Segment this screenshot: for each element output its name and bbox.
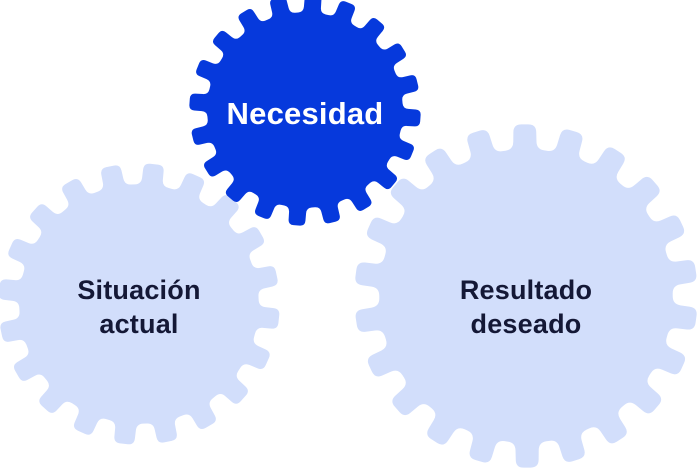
gear-body-right xyxy=(355,124,697,468)
gear-body-left xyxy=(0,163,280,445)
gear-top-label-line1: Necesidad xyxy=(227,96,384,131)
gear-situacion-actual[interactable]: Situación actual xyxy=(0,163,280,445)
gear-left-label-line2: actual xyxy=(99,309,178,339)
gear-right-label-line1: Resultado xyxy=(460,275,592,305)
gear-right-label-line2: deseado xyxy=(471,309,582,339)
gear-body-top xyxy=(189,0,421,226)
gear-left-label-line1: Situación xyxy=(77,275,200,305)
gear-necesidad[interactable]: Necesidad xyxy=(189,0,421,226)
gear-resultado-deseado[interactable]: Resultado deseado xyxy=(355,124,697,468)
